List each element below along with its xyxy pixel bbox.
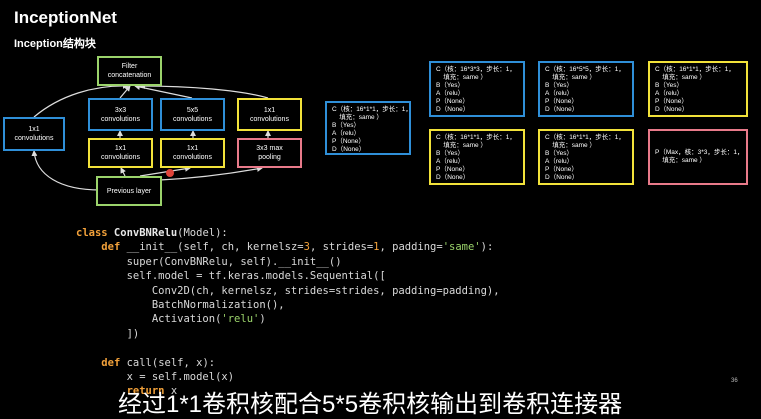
code-line (76, 341, 500, 355)
conv1x1-under-5x5-node: 1x1 convolutions (160, 138, 225, 168)
param-line: D（None） (436, 174, 470, 181)
param-line: P（None） (436, 98, 469, 105)
param-line: A（relu） (332, 130, 361, 137)
edge-prev-to-left (31, 150, 101, 191)
param-line: B（Yes） (545, 150, 573, 157)
code-line: BatchNormalization(), (151, 298, 285, 311)
param-line: P（None） (655, 98, 688, 105)
page-number: 36 (731, 378, 738, 384)
param-line: 填充：same ） (436, 142, 487, 149)
param-line: A（relu） (545, 90, 574, 97)
slide-title: InceptionNet (14, 8, 117, 27)
param-line: P（None） (545, 166, 578, 173)
param-line: 填充：same ） (655, 157, 706, 164)
param-line: D（None） (332, 146, 366, 153)
edge-5x5-to-concat (134, 84, 193, 99)
param-line: A（relu） (436, 90, 465, 97)
param-line: 填充：same ） (655, 74, 706, 81)
param-line: P（None） (436, 166, 469, 173)
code-line: Conv2D(ch, kernelsz, strides=strides, pa… (151, 284, 500, 297)
param-box-top-3: C（核：16*1*1，步长：1， 填充：same ） B（Yes） A（relu… (648, 61, 748, 117)
code-line: self.model = tf.keras.models.Sequential(… (126, 270, 386, 283)
param-line: A（relu） (436, 158, 465, 165)
code-block: class ConvBNRelu(Model): def __init__(se… (76, 226, 500, 399)
param-box-center: C（核：16*1*1，步长：1， 填充：same ） B（Yes） A（relu… (325, 101, 412, 155)
filter-concatenation-node: Filter concatenation (97, 56, 162, 86)
param-line: D（None） (436, 106, 470, 113)
code-line: super(ConvBNRelu, self).__init__() (126, 255, 342, 268)
edge-prev-to-1x1b (139, 165, 191, 177)
edge-prev-to-1x1a (120, 167, 126, 177)
param-line: B（Yes） (655, 82, 683, 89)
param-line: P（Max，核：3*3，步长：1， (655, 149, 744, 156)
param-line: P（None） (332, 138, 365, 145)
param-line: 填充：same ） (332, 114, 383, 121)
conv3x3-node: 3x3 convolutions (88, 98, 153, 131)
pointer-dot (166, 169, 174, 177)
conv5x5-node: 5x5 convolutions (160, 98, 225, 131)
param-line: C（核：16*1*1，步长：1， (332, 106, 412, 113)
param-line: C（核：16*5*5，步长：1， (545, 66, 625, 73)
param-box-top-2: C（核：16*5*5，步长：1， 填充：same ） B（Yes） A（relu… (538, 61, 634, 117)
conv1x1-top-right-node: 1x1 convolutions (237, 98, 302, 131)
diagram-connectors (31, 82, 271, 191)
edge-prev-to-pool (159, 165, 263, 181)
conv1x1-left-node: 1x1 convolutions (3, 117, 65, 151)
param-line: C（核：16*1*1，步长：1， (545, 134, 625, 141)
param-line: P（None） (545, 98, 578, 105)
subtitle-caption: 经过1*1卷积核配合5*5卷积核输出到卷积连接器 (118, 391, 623, 418)
previous-layer-node: Previous layer (96, 176, 162, 206)
param-line: D（None） (545, 174, 579, 181)
code-line: return x (126, 385, 178, 398)
code-line: def call(self, x): (101, 356, 216, 369)
param-line: 填充：same ） (545, 74, 596, 81)
edge-left-to-concat (33, 82, 129, 118)
param-line: D（None） (545, 106, 579, 113)
conv1x1-under-3x3-node: 1x1 convolutions (88, 138, 153, 168)
param-line: B（Yes） (436, 82, 464, 89)
param-line: C（核：16*1*1，步长：1， (436, 134, 516, 141)
param-box-bottom-2: C（核：16*1*1，步长：1， 填充：same ） B（Yes） A（relu… (538, 129, 634, 185)
edge-3x3-to-concat (119, 85, 131, 99)
param-line: D（None） (655, 106, 689, 113)
code-line: class ConvBNRelu(Model): (76, 227, 228, 239)
code-line: def __init__(self, ch, kernelsz=3, strid… (101, 241, 494, 254)
param-line: B（Yes） (545, 82, 573, 89)
param-box-top-1: C（核：16*3*3，步长：1， 填充：same ） B（Yes） A（relu… (429, 61, 525, 117)
code-line: Activation('relu') (151, 313, 266, 326)
slide-subtitle: Inception结构块 (14, 38, 96, 50)
param-line: B（Yes） (332, 122, 360, 129)
param-line: 填充：same ） (545, 142, 596, 149)
max-pooling-node: 3x3 max pooling (237, 138, 302, 168)
param-line: B（Yes） (436, 150, 464, 157)
param-line: C（核：16*3*3，步长：1， (436, 66, 516, 73)
param-line: A（relu） (655, 90, 684, 97)
param-box-bottom-3: P（Max，核：3*3，步长：1， 填充：same ） (648, 129, 748, 185)
code-line: ]) (126, 327, 140, 340)
edge-right-to-concat (139, 83, 269, 99)
param-line: 填充：same ） (436, 74, 487, 81)
param-line: A（relu） (545, 158, 574, 165)
param-line: C（核：16*1*1，步长：1， (655, 66, 735, 73)
param-box-bottom-1: C（核：16*1*1，步长：1， 填充：same ） B（Yes） A（relu… (429, 129, 525, 185)
code-line: x = self.model(x) (126, 370, 235, 383)
